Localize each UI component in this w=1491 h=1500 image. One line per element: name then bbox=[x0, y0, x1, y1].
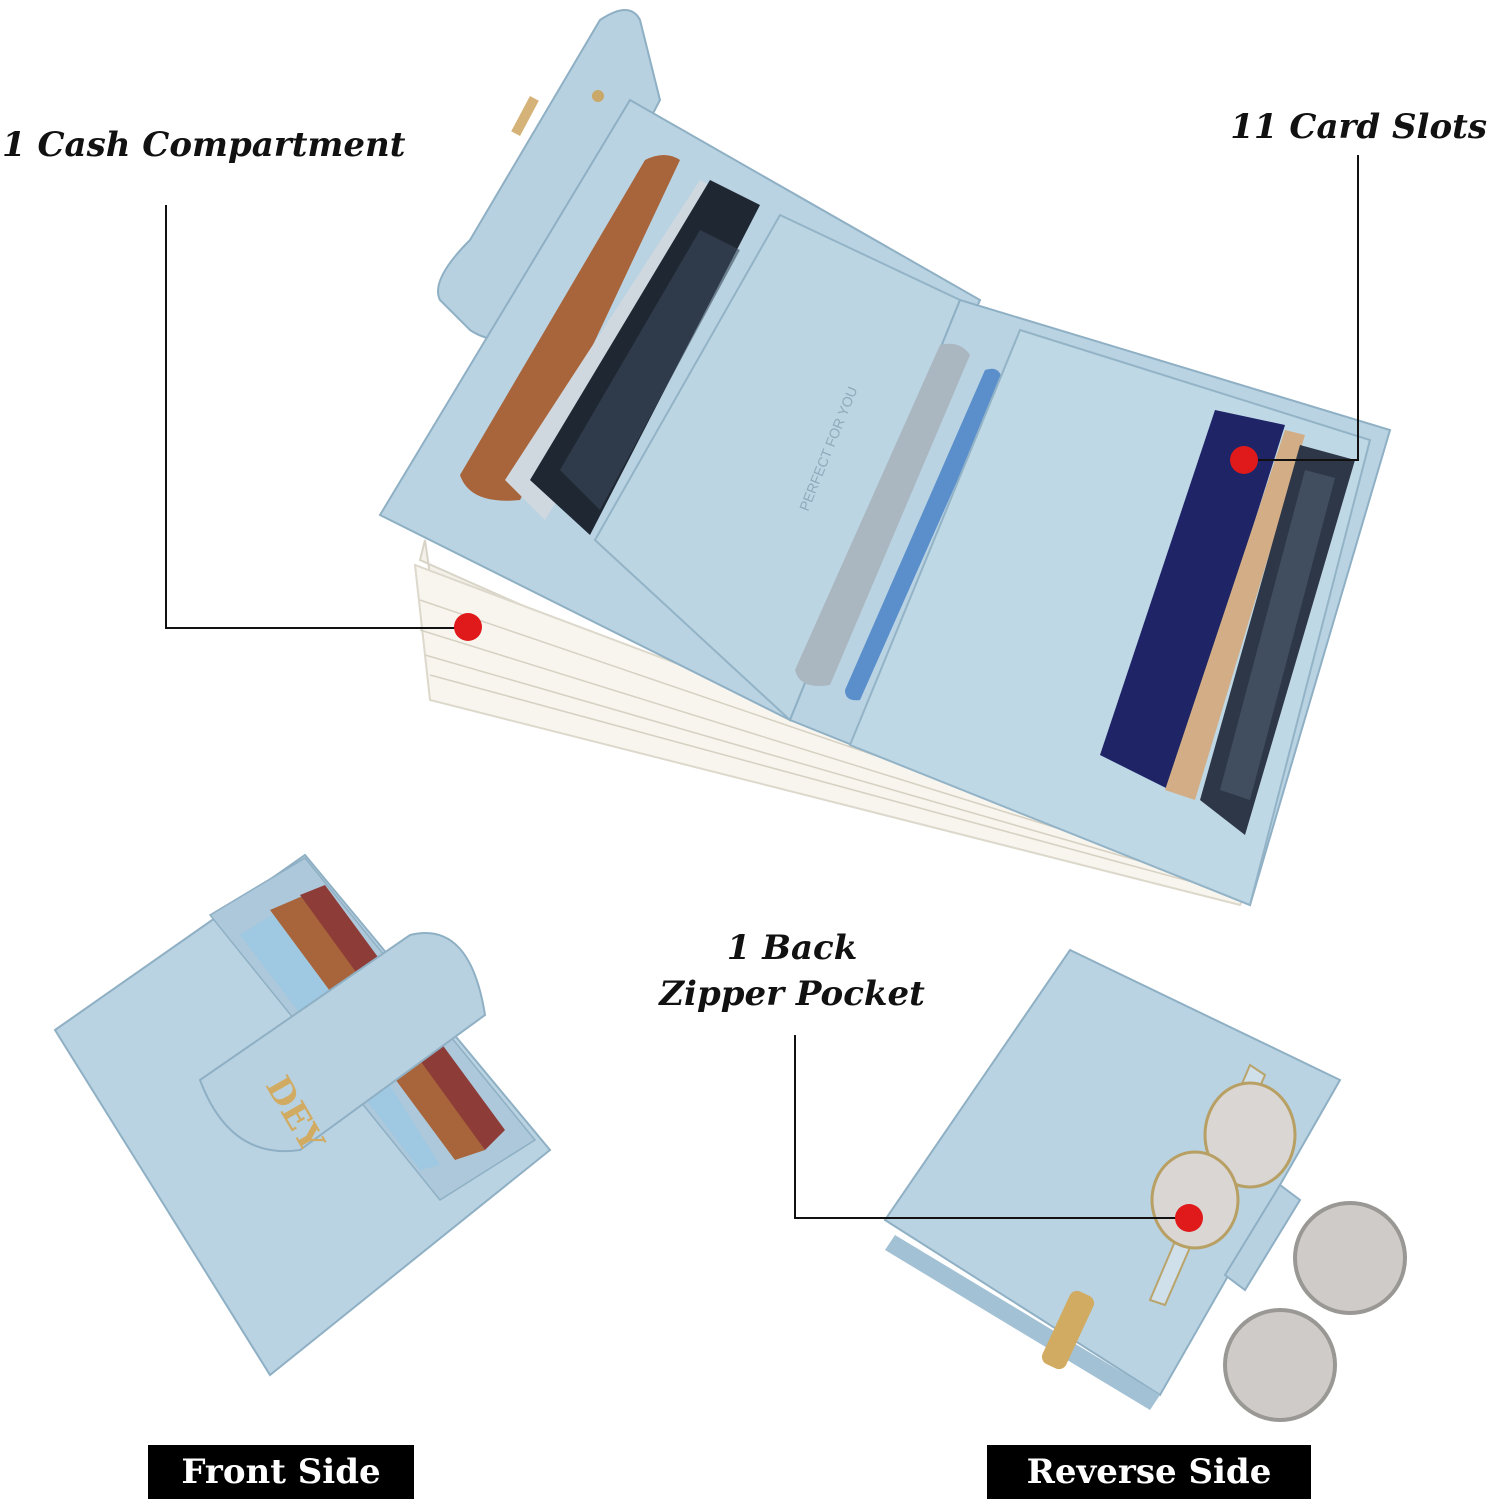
cards-marker-dot bbox=[1230, 446, 1258, 474]
cash-compartment-label: 1 Cash Compartment bbox=[2, 125, 406, 165]
zipper-callout-line bbox=[794, 1035, 1189, 1219]
cash-callout-line bbox=[165, 205, 468, 629]
zipper-pocket-label: 1 Back Zipper Pocket bbox=[652, 926, 932, 1018]
cards-callout-line bbox=[1244, 155, 1359, 461]
card-slots-label: 11 Card Slots bbox=[1230, 107, 1487, 147]
reverse-side-badge: Reverse Side bbox=[987, 1445, 1311, 1499]
front-side-badge: Front Side bbox=[148, 1445, 414, 1499]
callout-lines bbox=[165, 155, 1359, 1219]
reverse-side-wallet bbox=[883, 948, 1407, 1422]
open-wallet: PERFECT FOR YOU bbox=[378, 9, 1392, 907]
cash-marker-dot bbox=[454, 613, 482, 641]
zipper-label-line1: 1 Back bbox=[726, 928, 858, 968]
zipper-label-line2: Zipper Pocket bbox=[659, 973, 925, 1014]
zipper-marker-dot bbox=[1175, 1204, 1203, 1232]
front-side-wallet: DEY bbox=[53, 853, 552, 1377]
left-card-panel: PERFECT FOR YOU bbox=[378, 98, 982, 722]
